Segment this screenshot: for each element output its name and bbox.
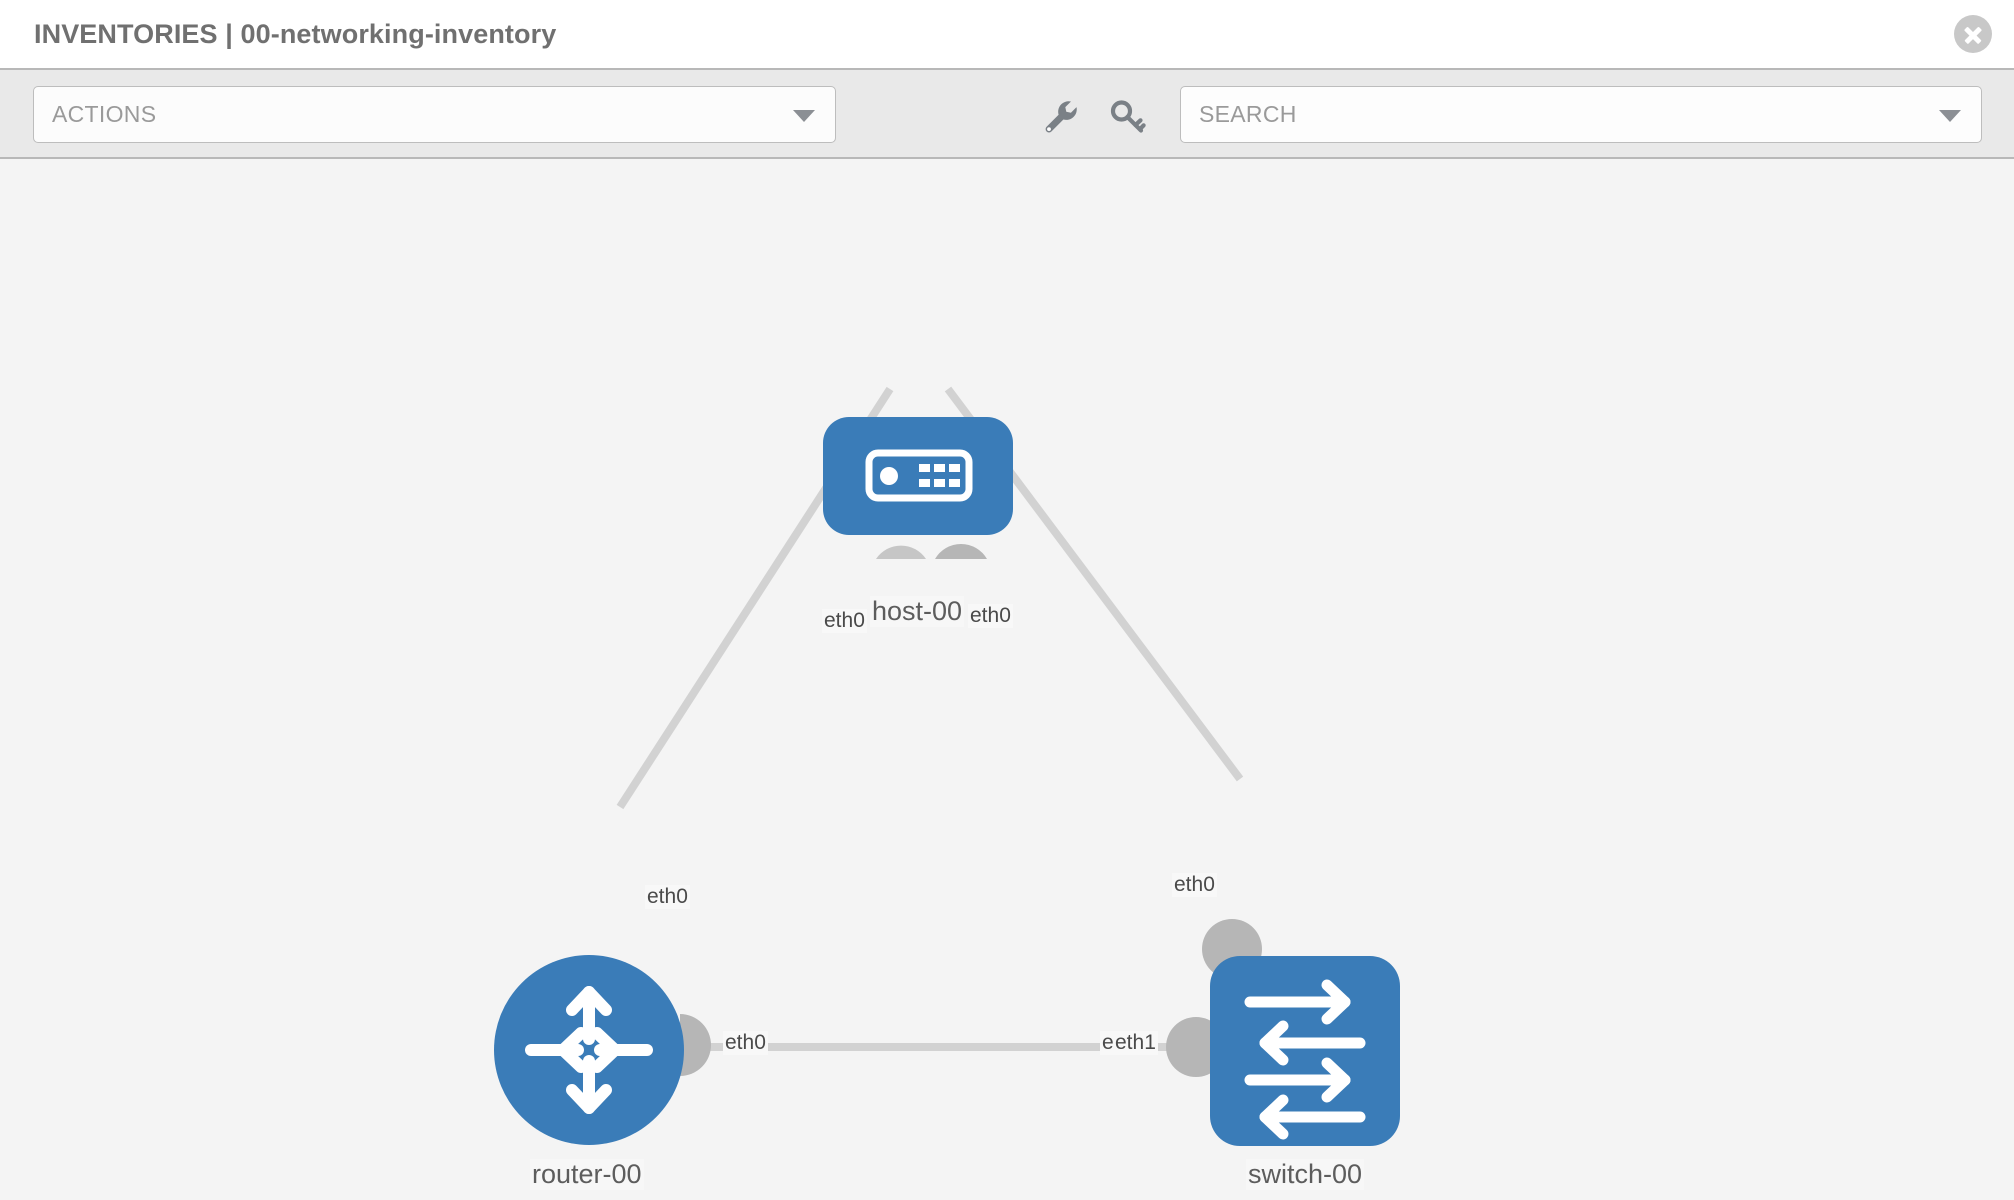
node-label-router-00: router-00 [530,1159,644,1190]
iface-label-router-up: eth0 [645,885,690,909]
topology-graph [494,386,1400,1146]
connector-host-right [935,543,987,559]
search-placeholder: SEARCH [1199,101,1297,127]
node-label-switch-00: switch-00 [1246,1159,1365,1190]
actions-dropdown-label: ACTIONS [52,101,157,127]
connector-router-right [680,1014,711,1076]
chevron-down-icon [793,109,815,122]
chevron-down-icon[interactable] [1939,109,1961,122]
iface-label-host-right: eth0 [968,604,1013,628]
wrench-icon[interactable] [1040,96,1080,136]
toolbar: ACTIONS SEARCH [0,68,2014,159]
router-arrows-icon [525,986,653,1114]
key-icon[interactable] [1108,96,1148,136]
topology-canvas[interactable]: eth0 host-00 eth0 eth0 eth0 eth0 eth0 et… [0,159,2014,1200]
node-router-00 [494,955,684,1145]
server-icon [865,449,973,502]
node-label-host-00: host-00 [870,596,965,627]
node-switch-00 [1210,956,1400,1146]
page-title: INVENTORIES | 00-networking-inventory [34,18,557,49]
iface-label-host-left: eth0 [822,609,867,633]
node-host-00 [823,417,1013,535]
iface-label-router-right: eth0 [723,1031,768,1055]
connector-host-left [876,545,926,559]
iface-label-switch-left: eth1 [1113,1031,1158,1055]
search-input[interactable]: SEARCH [1180,86,1982,143]
iface-label-switch-up: eth0 [1172,873,1217,897]
page-header: INVENTORIES | 00-networking-inventory [0,0,2014,68]
actions-dropdown[interactable]: ACTIONS [33,86,836,143]
close-icon[interactable] [1954,15,1992,53]
switch-arrows-icon [1244,979,1366,1140]
